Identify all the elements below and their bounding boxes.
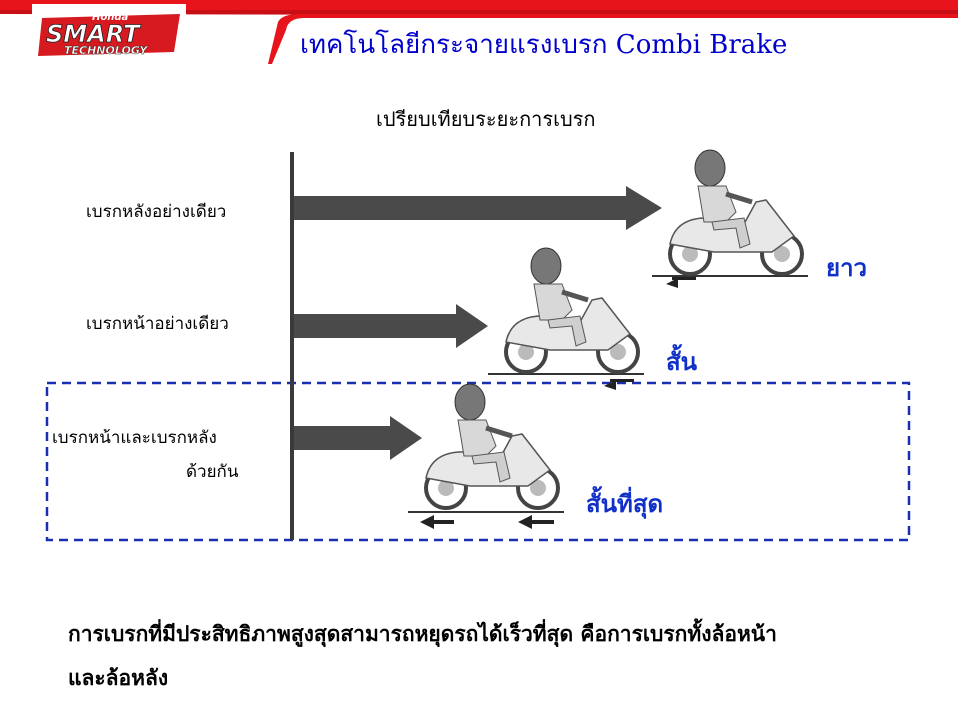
rider-scooter-icon [408,383,564,529]
result-short: สั้น [666,348,698,376]
conclusion-line-2: และล้อหลัง [68,666,169,690]
conclusion-text: การเบรกที่มีประสิทธิภาพสูงสุดสามารถหยุดร… [68,612,898,700]
logo-sub: TECHNOLOGY [64,44,148,57]
row-label-combi-line2: ด้วยกัน [186,462,239,482]
rider-scooter-icon [488,247,644,390]
arrow-combi-brake [294,416,422,460]
diagram-title: เปรียบเทียบระยะการเบรก [376,107,596,131]
rider-scooter-icon [652,149,808,288]
logo-brand: Honda [92,12,129,23]
arrow-rear-brake [294,186,662,230]
page-title: เทคโนโลยีกระจายแรงเบรก Combi Brake [300,30,788,60]
logo-name: SMART [46,20,141,48]
row-label-rear: เบรกหลังอย่างเดียว [86,202,227,222]
honda-smart-logo: Honda SMART TECHNOLOGY [32,4,186,64]
result-long: ยาว [826,254,868,282]
row-label-front: เบรกหน้าอย่างเดียว [86,314,229,334]
conclusion-line-1: การเบรกที่มีประสิทธิภาพสูงสุดสามารถหยุดร… [68,622,777,646]
row-label-combi: เบรกหน้าและเบรกหลัง [52,428,217,448]
result-shortest: สั้นที่สุด [586,490,664,518]
arrow-front-brake [294,304,488,348]
